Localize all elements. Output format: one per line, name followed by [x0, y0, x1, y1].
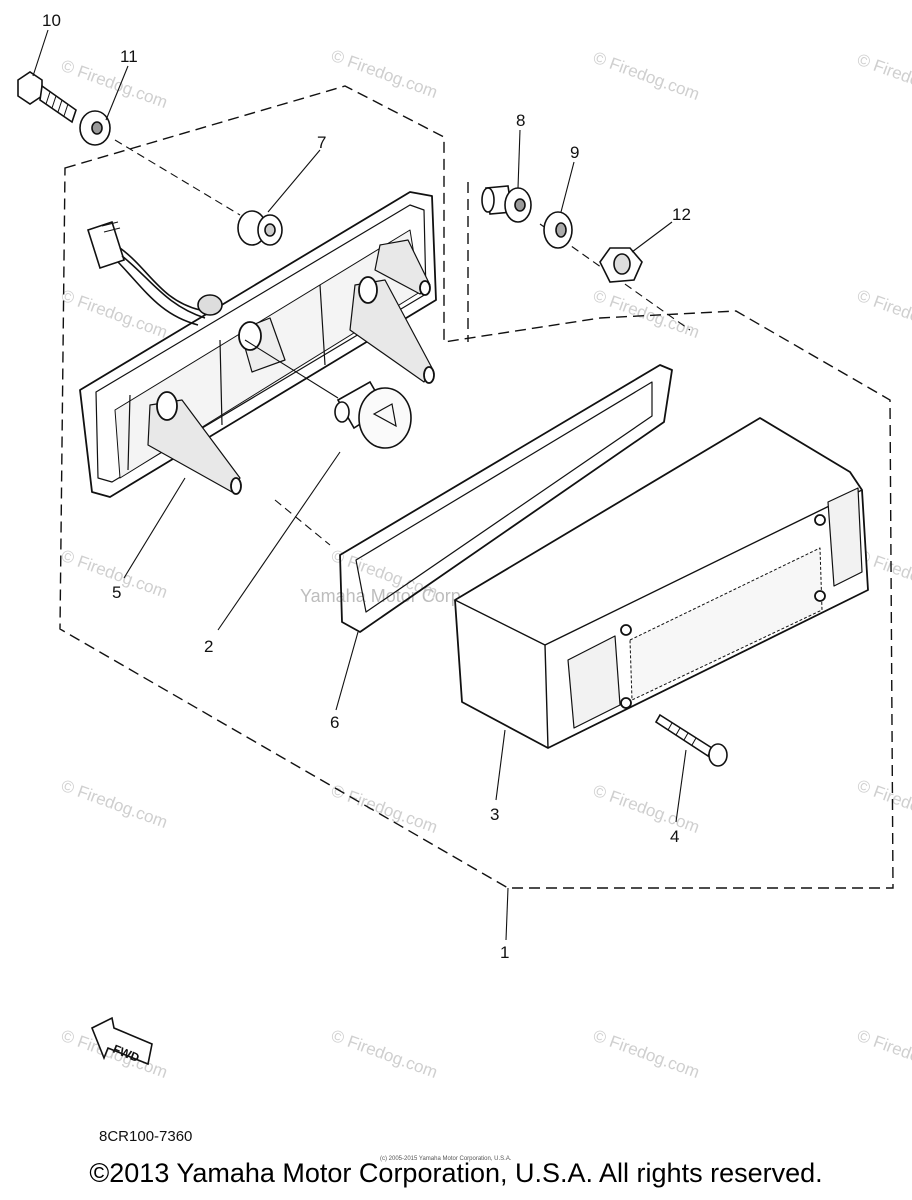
- callout-2: 2: [204, 637, 213, 656]
- callout-8: 8: [516, 111, 525, 130]
- copyright-notice: ©2013 Yamaha Motor Corporation, U.S.A. A…: [89, 1158, 823, 1188]
- callout-9: 9: [570, 143, 579, 162]
- callout-7: 7: [317, 133, 326, 152]
- lens: [454, 417, 869, 749]
- gasket: [339, 364, 673, 633]
- watermark-text: © Firedog.com: [855, 1026, 912, 1082]
- watermark-text: © Firedog.com: [855, 286, 912, 342]
- watermark-text: © Firedog.com: [329, 1026, 440, 1082]
- washer: [543, 211, 573, 249]
- screw: [654, 713, 728, 767]
- washer: [79, 110, 111, 146]
- watermark-text: © Firedog.com: [591, 781, 702, 837]
- copyright-small: (c) 2005-2015 Yamaha Motor Corporation, …: [380, 1156, 512, 1162]
- callout-1: 1: [500, 943, 509, 962]
- collar: [481, 185, 532, 223]
- callout-5: 5: [112, 583, 121, 602]
- watermark-text: © Firedog.com: [591, 48, 702, 104]
- callout-10: 10: [42, 11, 61, 30]
- nut: [599, 247, 643, 283]
- assembly-outline: [59, 85, 894, 889]
- grommet: [237, 210, 283, 246]
- watermark-text: © Firedog.com: [855, 50, 912, 106]
- bulb: [334, 380, 412, 449]
- part-code: 8CR100-7360: [99, 1128, 193, 1145]
- callout-6: 6: [330, 713, 339, 732]
- callout-4: 4: [670, 827, 679, 846]
- watermark-text: © Firedog.com: [329, 781, 440, 837]
- callout-labels: 10 11 7 8 9 12 5 2 6 3 4 1: [42, 11, 691, 962]
- callout-3: 3: [490, 805, 499, 824]
- bolt: [17, 71, 77, 124]
- watermark-text: © Firedog.com: [59, 56, 170, 112]
- watermark-text: © Firedog.com: [855, 776, 912, 832]
- watermark-text: © Firedog.com: [591, 1026, 702, 1082]
- watermark-text: © Firedog.com: [59, 286, 170, 342]
- watermark-text: © Firedog.com: [329, 46, 440, 102]
- callout-12: 12: [672, 205, 691, 224]
- watermark-text: © Firedog.com: [59, 776, 170, 832]
- callout-11: 11: [120, 47, 138, 66]
- leader-lines: [32, 29, 687, 941]
- wire-connector: [87, 220, 223, 326]
